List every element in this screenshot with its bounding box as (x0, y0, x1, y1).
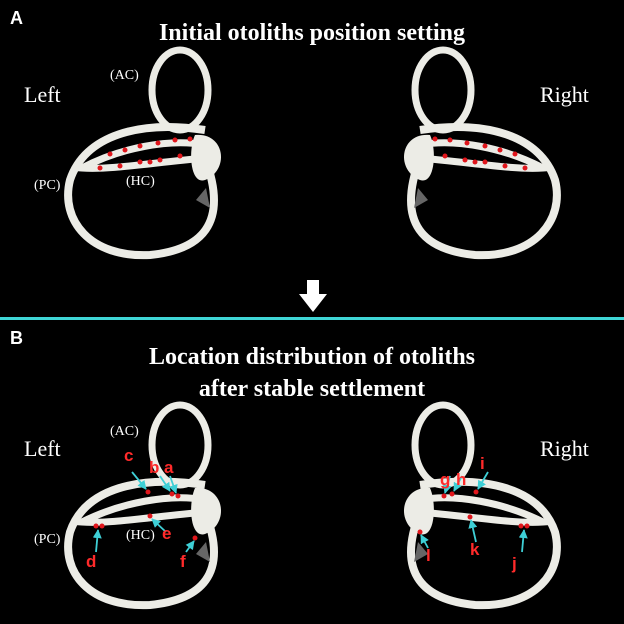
otolith-clusters-left-b (93, 489, 198, 541)
otoliths-left-a (97, 136, 193, 171)
posterior-canal (407, 477, 561, 610)
down-arrow-icon (299, 280, 327, 312)
panel-a-title: Initial otoliths position setting (158, 20, 466, 46)
vestibule (191, 487, 222, 535)
vestibule (403, 487, 434, 535)
ampulla-shadow (196, 542, 210, 562)
canal-drawing-a (64, 46, 561, 260)
hc-label-b: (HC) (126, 528, 155, 543)
vestibule (403, 134, 434, 181)
anterior-canal (148, 401, 212, 489)
left-labyrinth-a (64, 46, 222, 260)
left-labyrinth-b (64, 401, 222, 610)
panel-b: B Location distribution of otoliths afte… (0, 320, 624, 624)
pc-label-b: (PC) (34, 532, 61, 547)
right-labyrinth-a (403, 46, 561, 260)
posterior-canal (64, 477, 218, 610)
right-label-a: Right (540, 82, 589, 107)
right-label-b: Right (540, 436, 589, 461)
panel-b-title-line1: Location distribution of otoliths (148, 344, 476, 370)
pointers-right-b (420, 471, 528, 553)
posterior-canal (407, 123, 561, 260)
ampulla-shadow (196, 188, 210, 208)
marker-i: i (480, 454, 485, 473)
canal-drawing-b (64, 401, 561, 610)
marker-f: f (180, 552, 186, 571)
ac-label-b: (AC) (110, 424, 139, 439)
panel-letter-b: B (10, 328, 23, 348)
anterior-canal (148, 46, 212, 134)
panel-b-title-line2: after stable settlement (198, 376, 426, 402)
marker-j: j (512, 554, 517, 573)
horizontal-canal (68, 494, 206, 526)
marker-k: k (470, 540, 480, 559)
anterior-canal (411, 46, 475, 134)
horizontal-canal (419, 139, 556, 172)
otoliths-right-a (432, 136, 528, 171)
vestibule (191, 134, 222, 181)
horizontal-canal (419, 494, 557, 526)
ampulla-shadow (414, 542, 428, 562)
marker-g: g (440, 470, 451, 489)
left-label-a: Left (24, 82, 61, 107)
marker-l: l (426, 546, 431, 565)
marker-e: e (162, 524, 172, 543)
marker-h: h (456, 470, 467, 489)
marker-b: b (149, 458, 160, 477)
hc-label-a: (HC) (126, 174, 155, 189)
panel-a: A Initial otoliths position setting Left… (10, 8, 589, 312)
horizontal-canal (69, 139, 206, 172)
ac-label-a: (AC) (110, 68, 139, 83)
marker-a: a (164, 458, 174, 477)
left-label-b: Left (24, 436, 61, 461)
posterior-canal (64, 123, 218, 260)
ampulla-shadow (414, 188, 428, 208)
right-labyrinth-b (403, 401, 561, 610)
panel-letter-a: A (10, 8, 23, 28)
marker-d: d (86, 552, 97, 571)
marker-c: c (124, 446, 134, 465)
pointers-left-b (92, 471, 195, 553)
pc-label-a: (PC) (34, 178, 61, 193)
panel-divider (0, 317, 624, 320)
